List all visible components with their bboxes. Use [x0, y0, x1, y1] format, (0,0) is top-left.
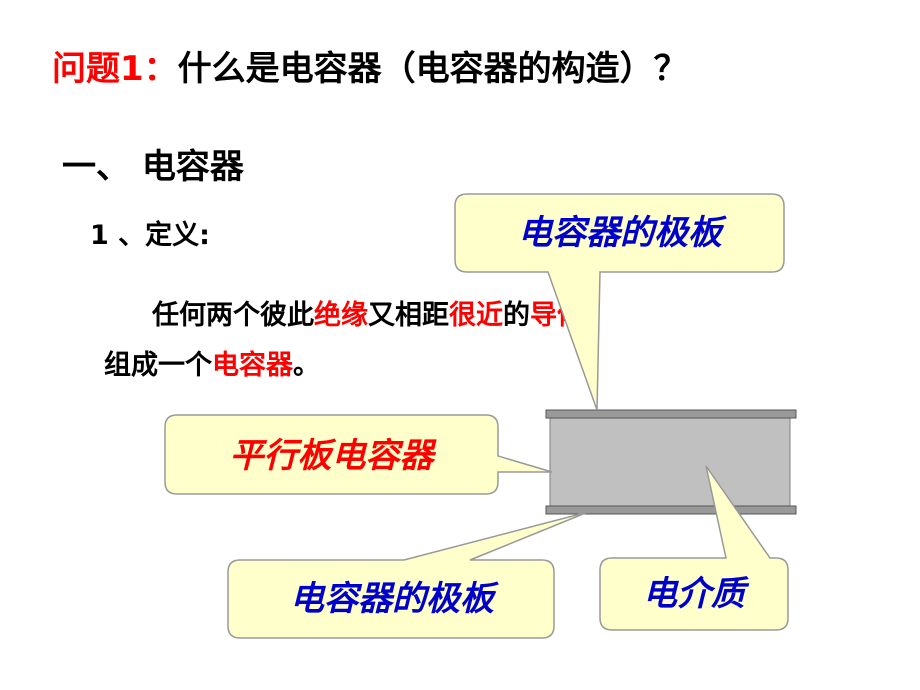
dielectric-block: [549, 417, 791, 507]
definition-text: 的: [503, 300, 530, 331]
label-capacitor-type: 平行板电容器: [229, 436, 434, 476]
top-plate: [545, 409, 797, 419]
question-label: 问题1：: [52, 49, 178, 89]
question-text: 什么是电容器（电容器的构造）？: [177, 49, 688, 89]
definition-line-2: 组成一个电容器。: [104, 344, 320, 388]
label-top-plate: 电容器的极板: [518, 213, 722, 253]
definition-text: 组成一个: [104, 350, 212, 381]
page-title: 问题1：什么是电容器（电容器的构造）？: [52, 44, 688, 94]
definition-line-1: 任何两个彼此绝缘又相距很近的导体，: [152, 294, 611, 338]
callout-dielectric: [599, 465, 789, 631]
label-dielectric: 电介质: [643, 574, 745, 614]
definition-text: 。: [293, 350, 320, 381]
callout-top-plate: [454, 193, 785, 411]
keyword-close: 很近: [449, 300, 503, 331]
section-heading: 一、 电容器: [62, 147, 244, 187]
keyword-insulated: 绝缘: [314, 300, 368, 331]
definition-text: 又相距: [368, 300, 449, 331]
callout-bottom-plate: [227, 511, 589, 639]
callout-capacitor-type: [164, 414, 553, 495]
definition-text: 任何两个彼此: [152, 300, 314, 331]
label-bottom-plate: 电容器的极板: [290, 579, 494, 619]
keyword-capacitor: 电容器: [212, 350, 293, 381]
subsection-heading: 1 、定义:: [90, 220, 210, 251]
bottom-plate: [545, 505, 797, 515]
